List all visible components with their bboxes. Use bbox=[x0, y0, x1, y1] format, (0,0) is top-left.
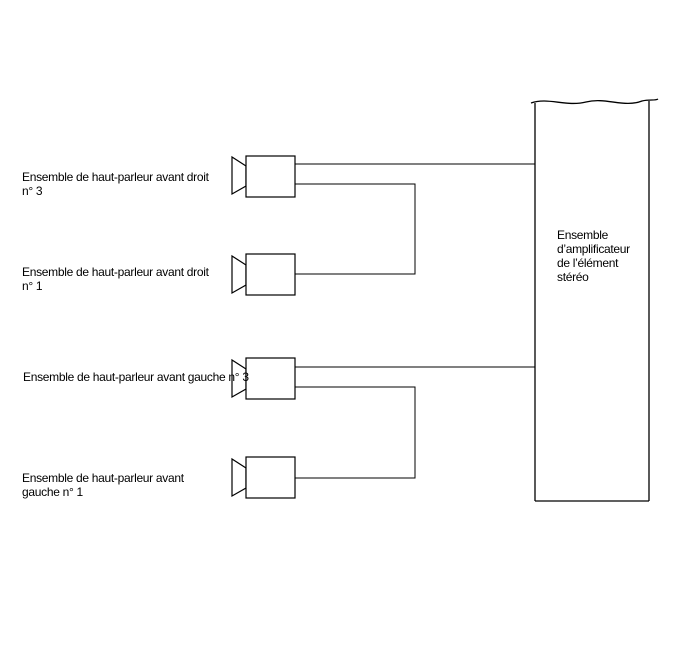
speaker-symbol-lf1 bbox=[231, 456, 296, 499]
speaker-label-line: Ensemble de haut-parleur avant droit bbox=[22, 170, 209, 184]
speaker-box bbox=[245, 357, 296, 400]
speaker-label-right-front-1: Ensemble de haut-parleur avant droit n° … bbox=[22, 265, 209, 293]
speaker-cone-icon bbox=[231, 254, 247, 295]
wire-lf3-to-lf1 bbox=[295, 386, 416, 479]
speaker-cone-icon bbox=[231, 155, 247, 196]
speaker-box bbox=[245, 155, 296, 198]
speaker-box bbox=[245, 456, 296, 499]
speaker-label-left-front-3: Ensemble de haut-parleur avant gauche n°… bbox=[23, 370, 249, 384]
speaker-label-line: gauche n° 1 bbox=[22, 485, 83, 499]
speaker-label-right-front-3: Ensemble de haut-parleur avant droit n° … bbox=[22, 170, 209, 198]
speaker-symbol-rf3 bbox=[231, 155, 296, 198]
speaker-label-line: n° 1 bbox=[22, 279, 43, 293]
amplifier-broken-edge bbox=[530, 98, 659, 105]
wires bbox=[295, 163, 535, 479]
amplifier-label: Ensemble d’amplificateur de l’élément st… bbox=[557, 228, 630, 284]
speaker-label-line: n° 3 bbox=[22, 184, 43, 198]
speaker-label-line: Ensemble de haut-parleur avant gauche n°… bbox=[23, 370, 249, 384]
speaker-symbol-lf3 bbox=[231, 357, 296, 400]
speaker-box bbox=[245, 253, 296, 296]
amplifier-label-line: Ensemble bbox=[557, 228, 608, 242]
speaker-label-line: Ensemble de haut-parleur avant bbox=[22, 471, 184, 485]
amplifier-label-line: de l’élément bbox=[557, 256, 619, 270]
wire-rf3-to-rf1 bbox=[295, 183, 416, 275]
speaker-label-left-front-1: Ensemble de haut-parleur avant gauche n°… bbox=[22, 471, 184, 499]
speaker-symbol-rf1 bbox=[231, 253, 296, 296]
amplifier-block bbox=[530, 98, 659, 502]
speaker-cone-icon bbox=[231, 457, 247, 498]
amplifier-label-line: d’amplificateur bbox=[557, 242, 630, 256]
speaker-label-line: Ensemble de haut-parleur avant droit bbox=[22, 265, 209, 279]
amplifier-label-line: stéréo bbox=[557, 270, 589, 284]
